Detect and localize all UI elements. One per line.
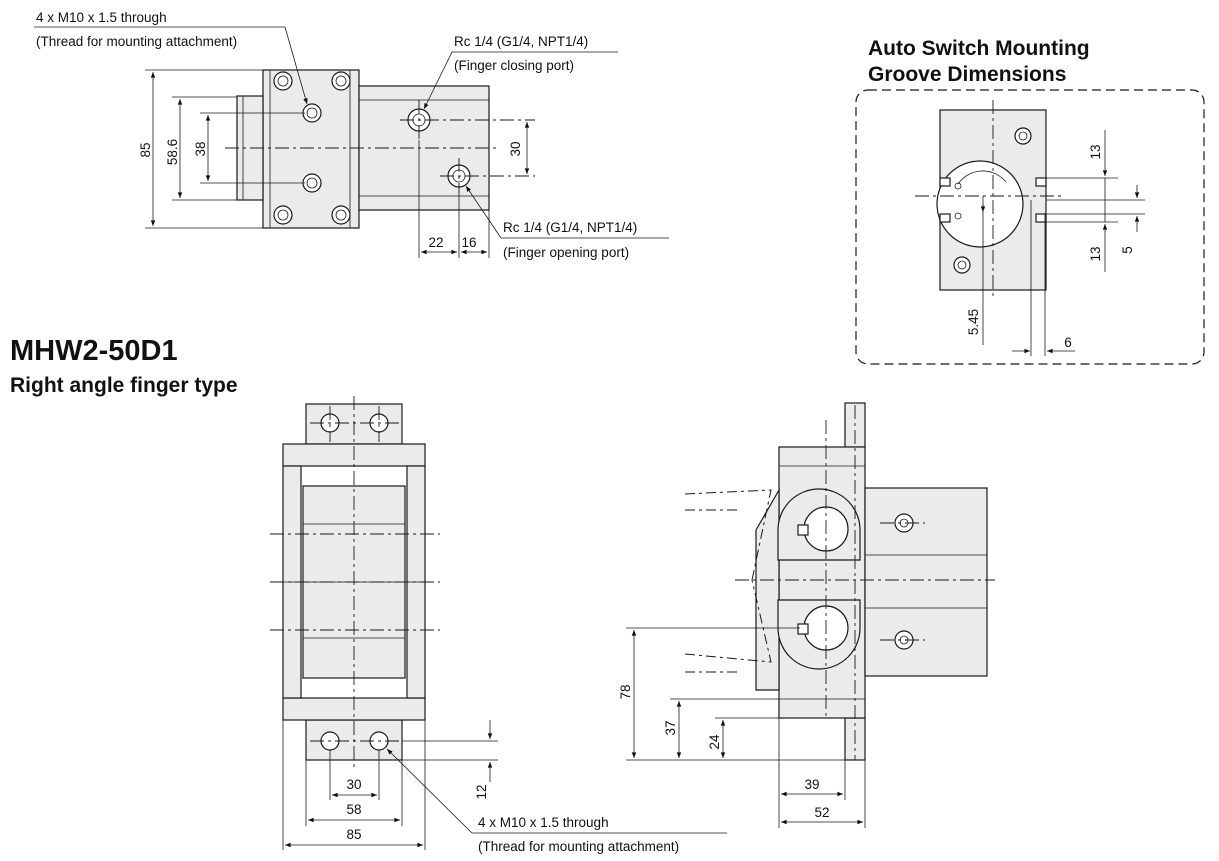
dim-13-upper: 13 <box>1088 144 1103 159</box>
top-callout-mount-line2: (Thread for mounting attachment) <box>36 34 237 49</box>
dim-30-front: 30 <box>346 777 361 792</box>
side-body <box>778 446 866 719</box>
dim-5: 5 <box>1120 246 1135 254</box>
dim-5-45: 5.45 <box>966 309 981 335</box>
side-view: 78 37 24 39 52 <box>618 402 995 828</box>
dim-13-lower: 13 <box>1088 246 1103 261</box>
model-title: MHW2-50D1 <box>10 335 178 367</box>
top-callout-open-line1: Rc 1/4 (G1/4, NPT1/4) <box>503 220 637 235</box>
dim-24: 24 <box>707 734 722 750</box>
front-callout-mount-line1: 4 x M10 x 1.5 through <box>478 815 609 830</box>
auto-switch-title-line1: Auto Switch Mounting <box>868 37 1090 60</box>
front-callout-mount-line2: (Thread for mounting attachment) <box>478 839 679 854</box>
dim-85-vertical: 85 <box>138 142 153 157</box>
auto-switch-title-line2: Groove Dimensions <box>868 63 1066 86</box>
top-callout-close-line1: Rc 1/4 (G1/4, NPT1/4) <box>454 34 588 49</box>
auto-switch-detail-box <box>855 89 1205 365</box>
top-callout-open-line2: (Finger opening port) <box>503 245 629 260</box>
auto-switch-detail: Auto Switch Mounting Groove Dimensions 1… <box>855 37 1205 365</box>
dim-6: 6 <box>1064 335 1072 350</box>
side-cylinder <box>864 487 988 677</box>
top-callout-mount-line1: 4 x M10 x 1.5 through <box>36 10 167 25</box>
dim-37: 37 <box>663 720 678 735</box>
dim-85-front: 85 <box>346 827 361 842</box>
dim-39: 39 <box>804 777 819 792</box>
top-mount-holes <box>273 71 351 225</box>
model-subtitle: Right angle finger type <box>10 374 238 397</box>
top-body-block <box>262 69 360 229</box>
top-view: 85 58.6 38 30 22 16 4 x M10 x 1.5 throug… <box>34 10 669 260</box>
dim-16: 16 <box>461 235 476 250</box>
dim-22: 22 <box>428 235 443 250</box>
dim-12: 12 <box>474 784 489 799</box>
dim-58-front: 58 <box>346 802 361 817</box>
dim-38: 38 <box>193 141 208 156</box>
groove-bore <box>936 160 1024 248</box>
dim-30-port: 30 <box>508 141 523 156</box>
dim-78: 78 <box>618 684 633 699</box>
dim-52: 52 <box>814 805 829 820</box>
top-callout-close-line2: (Finger closing port) <box>454 58 574 73</box>
front-view: 12 30 58 85 4 x M10 x 1.5 through (Threa… <box>270 396 727 854</box>
dim-58-6: 58.6 <box>165 139 180 165</box>
